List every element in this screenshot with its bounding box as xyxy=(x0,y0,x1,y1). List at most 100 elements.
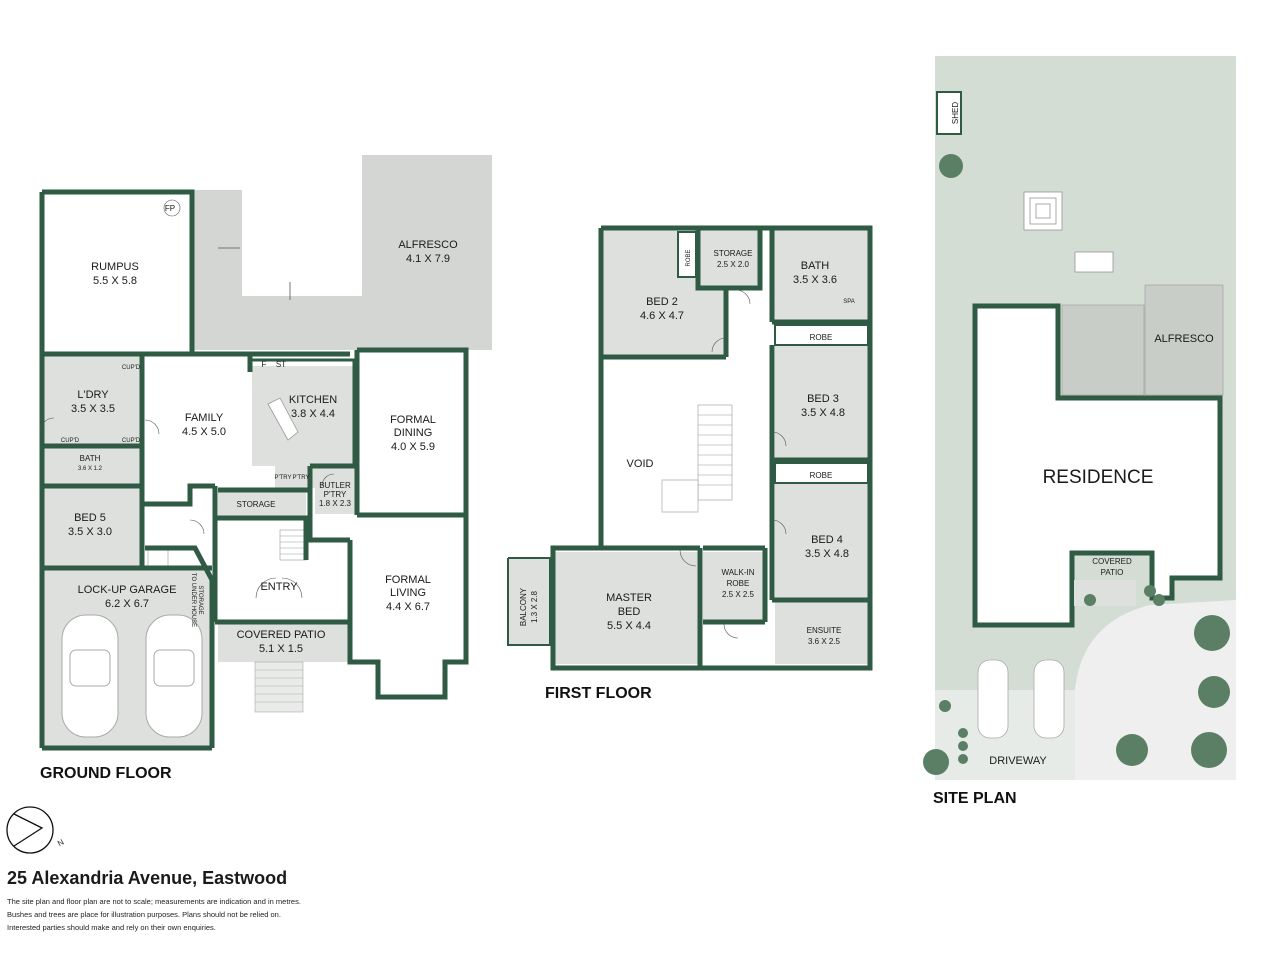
ground-floor-labels: FP RUMPUS 5.5 X 5.8 ALFRESCO 4.1 X 7.9 L… xyxy=(40,199,458,782)
ff-storage-dims: 2.5 X 2.0 xyxy=(717,260,750,269)
bed2-robe-label: ROBE xyxy=(686,249,692,266)
bed5-name: BED 5 xyxy=(74,512,106,524)
bath-fill xyxy=(42,448,142,484)
spa-label: SPA xyxy=(843,299,855,305)
storage-fill xyxy=(218,490,306,518)
rumpus-name: RUMPUS xyxy=(91,261,139,273)
balcony-dims: 1.3 X 2.8 xyxy=(530,590,539,623)
ff-bath-dims: 3.5 X 3.6 xyxy=(793,274,837,286)
kitchen-fill xyxy=(252,366,357,466)
site-covered-patio-label-1: COVERED xyxy=(1092,557,1132,566)
ensuite-fill xyxy=(775,602,868,664)
bed2-name: BED 2 xyxy=(646,296,678,308)
site-plan: SHED ALFRESCO RESIDENCE COVERED PATIO DR… xyxy=(923,56,1236,807)
site-alfresco-label: ALFRESCO xyxy=(1154,333,1214,345)
pantry-2-label: P'TRY xyxy=(292,475,309,481)
laundry-name: L'DRY xyxy=(77,389,109,401)
site-terrace xyxy=(1061,304,1145,396)
bed3-robe-label: ROBE xyxy=(810,333,833,342)
site-plan-title: SITE PLAN xyxy=(933,790,1017,807)
master-name-1: MASTER xyxy=(606,592,652,604)
garage-dims: 6.2 X 6.7 xyxy=(105,598,149,610)
first-floor-labels: BED 2 4.6 X 4.7 ROBE STORAGE 2.5 X 2.0 B… xyxy=(519,249,855,702)
under-house-note-1: TO UNDER HOUSE xyxy=(190,573,196,627)
driveway-label: DRIVEWAY xyxy=(989,755,1047,767)
residence-outline xyxy=(972,303,1223,628)
pantry-1-label: P'TRY xyxy=(274,475,291,481)
wir-dims: 2.5 X 2.5 xyxy=(722,590,755,599)
butler-pantry-name-1: BUTLER xyxy=(319,481,351,490)
bed4-fill xyxy=(775,483,868,598)
residence-label: RESIDENCE xyxy=(1043,467,1154,488)
ensuite-dims: 3.6 X 2.5 xyxy=(808,637,841,646)
covered-patio-name: COVERED PATIO xyxy=(237,629,326,641)
ff-storage-name: STORAGE xyxy=(714,249,753,258)
rear-terrace-area xyxy=(192,296,362,350)
garage-cars xyxy=(61,614,203,738)
wir-fill xyxy=(703,552,765,622)
site-alfresco xyxy=(1144,284,1224,396)
ff-bath-fill xyxy=(772,230,868,322)
butler-pantry-fill xyxy=(315,466,355,514)
laundry-cupboard-1: CUP'D xyxy=(122,365,141,371)
gf-bath-dims: 3.6 X 1.2 xyxy=(78,466,103,472)
bed4-name: BED 4 xyxy=(811,534,843,546)
bed4-dims: 3.5 X 4.8 xyxy=(805,548,849,560)
wir-name-1: WALK-IN xyxy=(721,568,754,577)
garage-name: LOCK-UP GARAGE xyxy=(78,584,177,596)
bed5-dims: 3.5 X 3.0 xyxy=(68,526,112,538)
covered-patio-fill xyxy=(218,622,348,662)
property-address: 25 Alexandria Avenue, Eastwood xyxy=(7,868,288,888)
bed2-dims: 4.6 X 4.7 xyxy=(640,310,684,322)
under-house-note-2: STORAGE xyxy=(197,585,203,614)
rumpus-dims: 5.5 X 5.8 xyxy=(93,275,137,287)
bed3-name: BED 3 xyxy=(807,393,839,405)
laundry-dims: 3.5 X 3.5 xyxy=(71,403,115,415)
first-floor-plan xyxy=(507,225,873,671)
kitchen-name: KITCHEN xyxy=(289,394,337,406)
pantry-fill xyxy=(275,466,315,488)
gf-storage-name: STORAGE xyxy=(237,500,276,509)
alfresco-dims: 4.1 X 7.9 xyxy=(406,253,450,265)
site-covered-patio-label-2: PATIO xyxy=(1101,568,1124,577)
formal-living-name-1: FORMAL xyxy=(385,574,431,586)
front-path xyxy=(1075,600,1236,780)
butler-pantry-name-2: P'TRY xyxy=(324,490,347,499)
laundry-cupboard-3: CUP'D xyxy=(122,438,141,444)
shed-outline xyxy=(936,91,962,135)
butler-pantry-dims: 1.8 X 2.3 xyxy=(319,499,352,508)
gf-bath-name: BATH xyxy=(80,454,101,463)
wir-name-2: ROBE xyxy=(727,579,750,588)
formal-dining-name-2: DINING xyxy=(394,427,433,439)
alfresco-area xyxy=(362,155,492,350)
disclaimer-line-1: The site plan and floor plan are not to … xyxy=(7,897,301,906)
site-covered-patio xyxy=(1074,580,1136,606)
balcony-name: BALCONY xyxy=(519,587,528,626)
formal-dining-dims: 4.0 X 5.9 xyxy=(391,441,435,453)
kitchen-dims: 3.8 X 4.4 xyxy=(291,408,335,420)
laundry-cupboard-2: CUP'D xyxy=(61,438,80,444)
ground-floor-title: GROUND FLOOR xyxy=(40,765,172,782)
master-fill xyxy=(555,552,700,664)
fireplace-label: FP xyxy=(165,204,175,213)
formal-dining-name-1: FORMAL xyxy=(390,414,436,426)
ff-bath-name: BATH xyxy=(801,260,830,272)
bed4-robe-label: ROBE xyxy=(810,471,833,480)
entry-name: ENTRY xyxy=(260,581,298,593)
north-compass: N xyxy=(6,806,66,854)
fridge-label: F xyxy=(262,360,267,369)
bed5-fill xyxy=(42,487,142,567)
family-name: FAMILY xyxy=(185,412,224,424)
bed3-dims: 3.5 X 4.8 xyxy=(801,407,845,419)
disclaimer-line-3: Interested parties should make and rely … xyxy=(7,923,216,932)
bed3-fill xyxy=(775,345,868,460)
master-name-2: BED xyxy=(618,606,641,618)
ensuite-name: ENSUITE xyxy=(807,626,842,635)
formal-living-name-2: LIVING xyxy=(390,587,426,599)
formal-living-dims: 4.4 X 6.7 xyxy=(386,601,430,613)
first-floor-title: FIRST FLOOR xyxy=(545,685,652,702)
balcony-fill xyxy=(508,558,550,645)
stove-label: ST xyxy=(276,360,286,369)
ground-floor-plan xyxy=(39,155,492,751)
